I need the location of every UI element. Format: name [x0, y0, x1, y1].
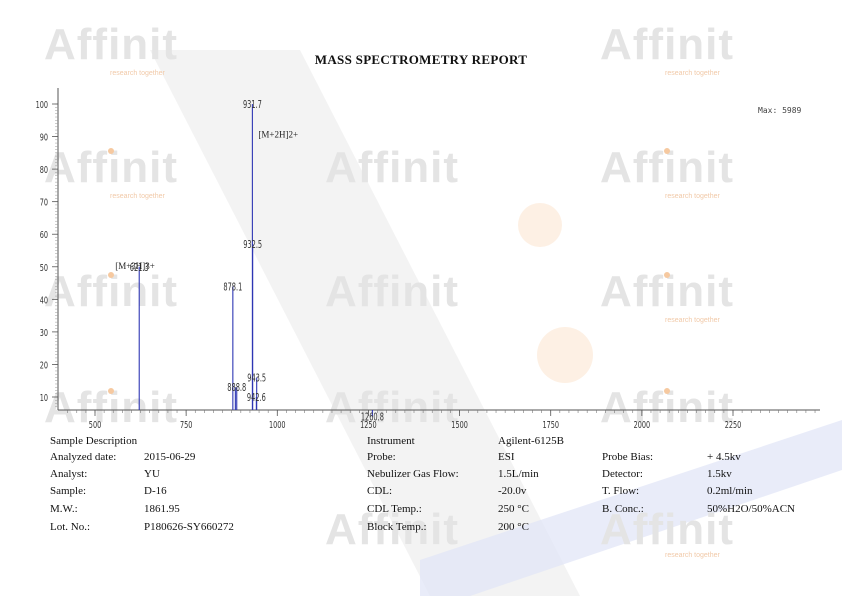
- info-label: CDL:: [367, 485, 393, 497]
- info-value: 250 °C: [498, 503, 529, 515]
- watermark-logo: Affinit: [44, 20, 179, 69]
- info-value: Agilent-6125B: [498, 435, 564, 447]
- x-tick-label: 1000: [269, 419, 286, 431]
- info-label: Analyst:: [50, 468, 88, 480]
- peak-label: 943.5: [247, 373, 266, 385]
- info-value: + 4.5kv: [707, 451, 741, 463]
- watermark-dot: [108, 148, 114, 154]
- annotations: [M+2H]2+ [M+3H]3+: [115, 129, 298, 270]
- info-value: 2015-06-29: [144, 451, 196, 463]
- y-tick-label: 100: [36, 99, 48, 111]
- x-tick-label: 1500: [451, 419, 468, 431]
- info-label: B. Conc.:: [602, 503, 644, 515]
- info-label: M.W.:: [50, 503, 78, 515]
- info-value: D-16: [144, 485, 167, 497]
- info-label: Detector:: [602, 468, 643, 480]
- y-tick-label: 50: [40, 261, 48, 273]
- info-label: Sample Description: [50, 435, 138, 447]
- info-value: YU: [144, 468, 160, 480]
- info-label: Instrument: [367, 435, 415, 447]
- y-tick-label: 70: [40, 196, 48, 208]
- watermark-subtext: research together: [110, 193, 165, 200]
- annotation-label: [M+3H]3+: [115, 261, 155, 271]
- annotation-label: [M+2H]2+: [258, 129, 298, 139]
- info-label: Block Temp.:: [367, 521, 427, 533]
- info-value: 1.5L/min: [498, 468, 539, 480]
- y-tick-label: 60: [40, 229, 48, 241]
- y-tick-label: 40: [40, 294, 48, 306]
- x-tick-label: 500: [89, 419, 101, 431]
- info-label: T. Flow:: [602, 485, 640, 497]
- info-value: P180626-SY660272: [144, 521, 234, 533]
- y-tick-label: 20: [40, 359, 48, 371]
- x-tick-label: 1750: [542, 419, 559, 431]
- info-label: Probe Bias:: [602, 451, 654, 463]
- info-value: -20.0v: [498, 485, 527, 497]
- x-tick-label: 2000: [634, 419, 651, 431]
- y-tick-label: 90: [40, 131, 48, 143]
- info-value: 1.5kv: [707, 468, 732, 480]
- watermark-subtext: research together: [665, 317, 720, 324]
- watermark-subtext: research together: [665, 70, 720, 77]
- peak-label: 888.8: [227, 383, 246, 395]
- x-tick-label: 1250: [360, 419, 377, 431]
- x-tick-label: 2250: [725, 419, 742, 431]
- watermark-dot: [664, 388, 670, 394]
- watermark-logo: Affinit: [325, 143, 460, 192]
- peak-label: 931.7: [243, 100, 262, 112]
- y-tick-label: 30: [40, 326, 48, 338]
- watermark-logo: Affinit: [325, 505, 460, 554]
- info-value: 50%H2O/50%ACN: [707, 503, 795, 515]
- info-label: Analyzed date:: [50, 451, 117, 463]
- x-tick-label: 750: [180, 419, 192, 431]
- info-label: Probe:: [367, 451, 396, 463]
- report-title: MASS SPECTROMETRY REPORT: [314, 52, 528, 67]
- y-tick-label: 10: [40, 392, 48, 404]
- info-value: 1861.95: [144, 503, 180, 515]
- watermark-dot: [108, 272, 114, 278]
- watermark-logo: Affinit: [325, 383, 460, 432]
- minor-ticks: [55, 103, 816, 413]
- info-value: ESI: [498, 451, 515, 463]
- info-label: CDL Temp.:: [367, 503, 422, 515]
- peak-label: 878.1: [223, 282, 242, 294]
- info-label: Nebulizer Gas Flow:: [367, 468, 459, 480]
- watermark-subtext: research together: [665, 552, 720, 559]
- peak-label: 1260.8: [361, 412, 384, 424]
- watermark-logo: Affinit: [600, 20, 735, 69]
- watermark-subtext: research together: [110, 70, 165, 77]
- max-intensity-label: Max: 5989: [758, 106, 802, 115]
- peak-label: 942.6: [247, 393, 266, 405]
- peak-label: 932.5: [243, 240, 262, 252]
- watermark-subtext: research together: [665, 193, 720, 200]
- info-label: Lot. No.:: [50, 521, 91, 533]
- x-axis-ticks: 500 750 1000 1250 1500 1750 2000 2250: [89, 410, 741, 430]
- watermark-logo: Affinit: [600, 505, 735, 554]
- peak-label: 621.3: [130, 262, 149, 274]
- watermark-dot: [664, 272, 670, 278]
- watermark-dot: [664, 148, 670, 154]
- watermark-logo: Affinit: [325, 267, 460, 316]
- peak-labels: 621.3 878.1 888.8 931.7 932.5 942.6 943.5 1260.…: [130, 100, 384, 425]
- info-label: Sample:: [50, 485, 87, 497]
- y-tick-label: 80: [40, 164, 48, 176]
- info-value: 0.2ml/min: [707, 485, 753, 497]
- peaks: [138, 104, 373, 417]
- y-axis-ticks: 10 20 30 40 50 60 70 80 90 100: [36, 99, 58, 404]
- info-value: 200 °C: [498, 521, 529, 533]
- watermark-dot: [108, 388, 114, 394]
